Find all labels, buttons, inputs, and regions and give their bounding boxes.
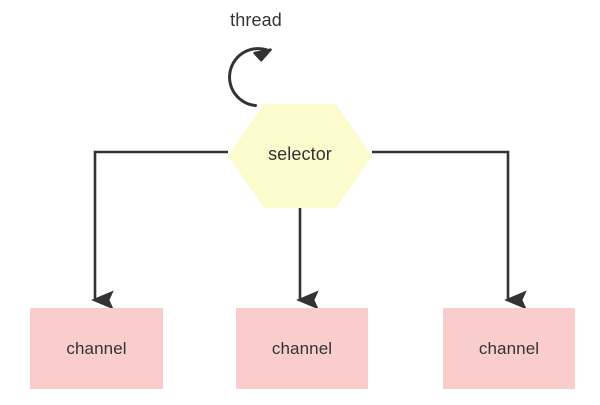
selector-hexagon [228, 104, 372, 208]
edge-thread-self-loop [228, 47, 272, 107]
self-loop-arrowhead-icon [253, 48, 272, 62]
edge-selector-to-channel-1 [91, 150, 228, 310]
edge-selector-to-channel-3 [372, 150, 527, 310]
channel-box-3 [443, 308, 575, 389]
channel-box-1 [30, 308, 163, 389]
channel-box-2 [236, 308, 368, 389]
